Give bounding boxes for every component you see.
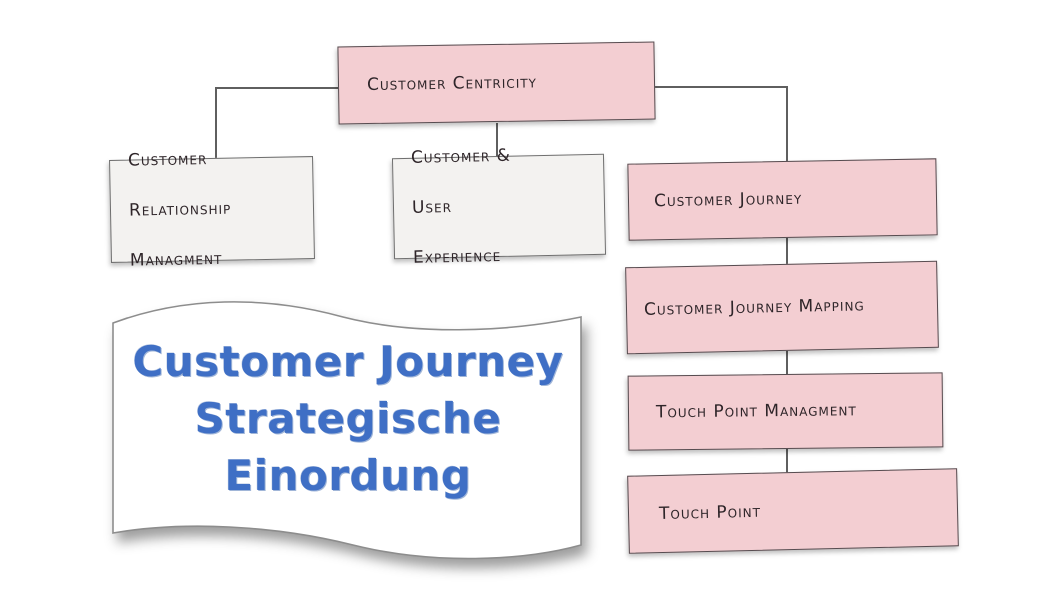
banner-line: Strategische <box>194 394 502 443</box>
node-label: Customer Relationship Managment <box>127 149 232 271</box>
banner-flag-shape <box>112 301 582 560</box>
node-customer-relationship-managment: Customer Relationship Managment <box>109 149 315 271</box>
connector-journey-to-mapping <box>786 237 788 265</box>
node-customer-journey: Customer Journey <box>627 158 938 241</box>
node-label: Touch Point <box>658 501 762 524</box>
node-label: Customer Journey Mapping <box>643 295 865 320</box>
node-label: Customer Centricity <box>366 71 538 95</box>
connector-centricity-to-cux <box>496 123 498 158</box>
node-label: Customer Journey <box>653 188 803 212</box>
node-customer-centricity: Customer Centricity <box>337 41 656 125</box>
node-touch-point-managment: Touch Point Managment <box>627 372 944 451</box>
title-banner: Customer Journey Strategische Einordung <box>103 293 593 593</box>
node-touch-point: Touch Point <box>627 468 959 554</box>
connector-centricity-to-crm-vertical <box>215 87 217 159</box>
connector-centricity-to-journey-horizontal <box>654 86 787 88</box>
connector-tpm-to-touchpoint <box>786 448 788 473</box>
banner-title: Customer Journey Strategische Einordung <box>103 333 593 504</box>
connector-mapping-to-tpm <box>786 350 788 375</box>
node-label: Touch Point Managment <box>655 400 857 423</box>
node-label: Customer & User Experience <box>410 145 512 268</box>
connector-centricity-to-journey-vertical <box>786 86 788 162</box>
node-customer-user-experience: Customer & User Experience <box>391 146 607 268</box>
banner-line: Einordung <box>224 451 472 500</box>
connector-centricity-to-crm-horizontal <box>215 87 339 89</box>
banner-line: Customer Journey <box>132 337 564 386</box>
node-customer-journey-mapping: Customer Journey Mapping <box>625 260 939 355</box>
